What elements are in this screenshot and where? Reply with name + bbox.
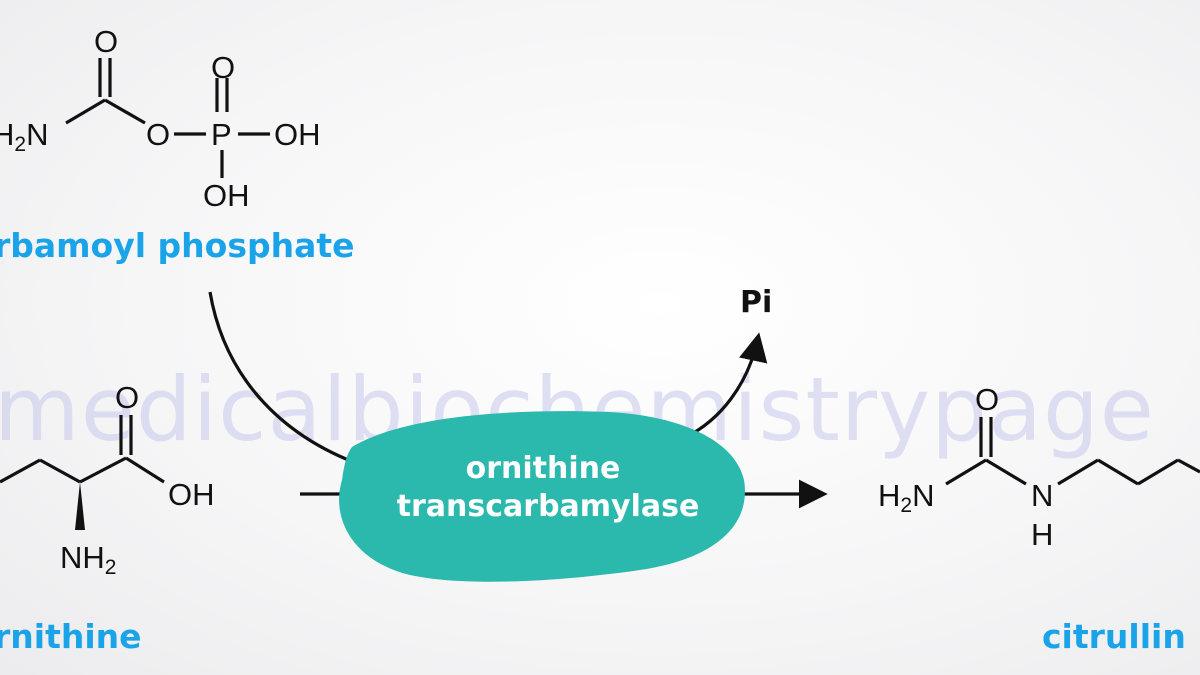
- amine-hydrogen: H2N: [0, 117, 48, 156]
- carbamoyl-phosphate-label: rbamoyl phosphate: [0, 226, 355, 265]
- wedge-bond: [75, 482, 85, 530]
- hydroxyl-right: OH: [274, 117, 321, 152]
- enzyme-name-line2: transcarbamylase: [397, 489, 700, 524]
- citrulline-nh-nitrogen: N: [1031, 478, 1053, 513]
- enzyme-shape: [339, 411, 745, 582]
- carbamoyl-phosphate-structure: O H2N O P O OH OH: [0, 24, 321, 213]
- phosphate-release-arrow: [685, 332, 768, 439]
- ornithine-structure: O OH NH2: [0, 380, 215, 579]
- enzyme-name-line1: ornithine: [466, 451, 621, 486]
- phosphate-label: Pi: [740, 285, 772, 320]
- phosphorus-atom: P: [211, 117, 232, 152]
- citrulline-label: citrullin: [1042, 617, 1186, 656]
- citrulline-carbonyl-oxygen: O: [975, 382, 999, 417]
- ornithine-amine: NH2: [60, 540, 116, 579]
- citrulline-nh-hydrogen: H: [1031, 517, 1053, 552]
- ornithine-hydroxyl: OH: [168, 477, 215, 512]
- phosphoryl-oxygen: O: [211, 50, 235, 85]
- carbonyl-oxygen: O: [94, 24, 118, 59]
- hydroxyl-down: OH: [203, 178, 250, 213]
- citrulline-structure: O H2N N H: [878, 382, 1200, 552]
- citrulline-amine: H2N: [878, 478, 934, 517]
- ornithine-label: rnithine: [0, 617, 142, 656]
- ornithine-carbonyl-oxygen: O: [115, 380, 139, 415]
- substrate-curve-arrow: [208, 291, 371, 470]
- ester-oxygen: O: [146, 117, 170, 152]
